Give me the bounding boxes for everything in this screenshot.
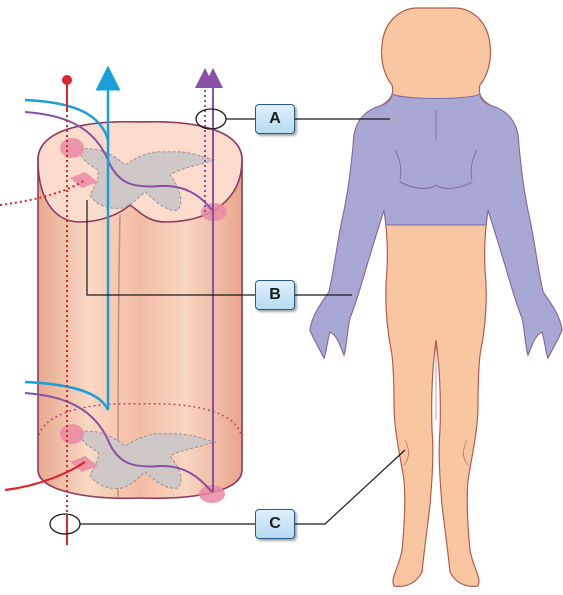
spinal-cord-illustration [0, 75, 242, 545]
red-tract-endpoint [62, 75, 72, 85]
marker-ellipse-a [196, 109, 226, 129]
label-c: C [255, 509, 295, 539]
label-b: B [255, 280, 295, 310]
human-body-outline [310, 8, 562, 586]
marker-ellipse-c [50, 514, 80, 534]
label-a: A [255, 104, 295, 134]
